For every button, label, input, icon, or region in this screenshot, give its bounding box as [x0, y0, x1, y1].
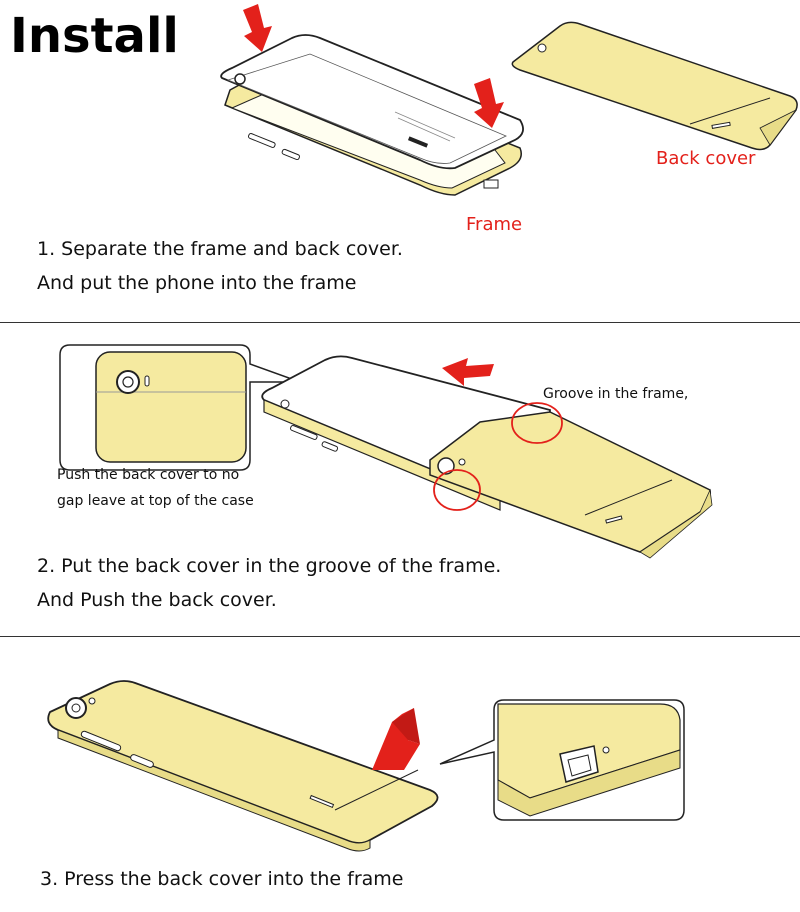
back-cover-label: Back cover	[656, 148, 756, 169]
press-arrow	[372, 708, 420, 770]
step1-illustration	[220, 4, 798, 196]
step3-illustration	[47, 680, 685, 852]
push-note-line1: Push the back cover to no	[57, 467, 240, 483]
frame-label: Frame	[466, 214, 523, 235]
divider-1	[0, 322, 800, 323]
step2-line2: And Push the back cover.	[37, 589, 277, 611]
zoom-callout-bottom	[439, 699, 685, 821]
groove-label: Groove in the frame,	[543, 386, 689, 402]
down-arrow-left	[243, 4, 272, 52]
down-arrow-right	[474, 78, 504, 128]
push-note-line2: gap leave at top of the case	[57, 493, 254, 509]
page-title: Install	[10, 8, 179, 64]
step1-line2: And put the phone into the frame	[37, 272, 357, 294]
assembled-phone	[47, 680, 439, 852]
left-arrow	[442, 358, 494, 386]
step2-line1: 2. Put the back cover in the groove of t…	[37, 555, 502, 577]
groove-circle-bottom	[433, 469, 481, 511]
phone-body	[220, 34, 524, 189]
groove-circle-top	[511, 402, 563, 444]
divider-2	[0, 636, 800, 637]
step3-line1: 3. Press the back cover into the frame	[40, 868, 404, 890]
step2-illustration	[59, 344, 713, 559]
step1-line1: 1. Separate the frame and back cover.	[37, 238, 403, 260]
sliding-back-cover	[429, 411, 713, 559]
zoom-callout	[59, 344, 301, 471]
back-cover-part	[511, 21, 798, 151]
